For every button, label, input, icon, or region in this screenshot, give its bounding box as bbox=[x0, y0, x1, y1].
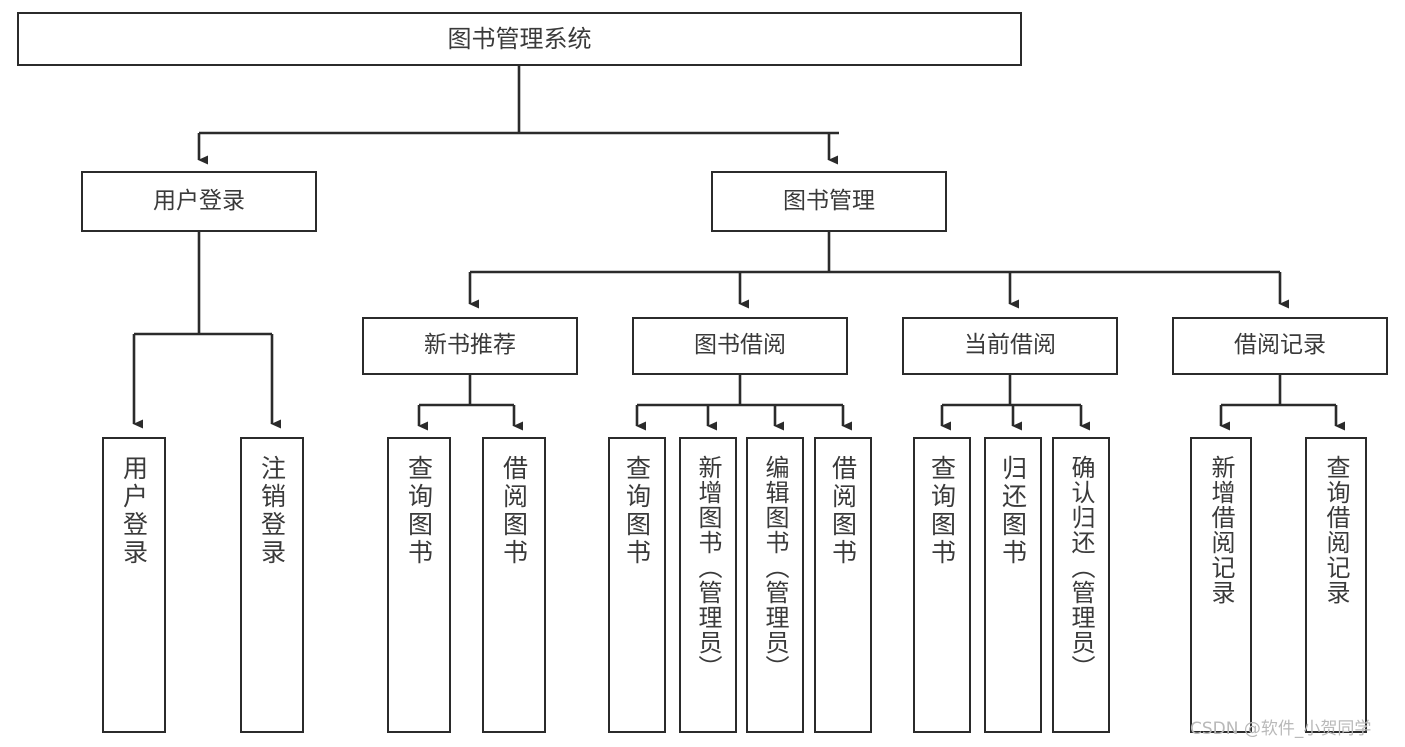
node-borrow-record-label: 借阅记录 bbox=[1234, 332, 1326, 359]
node-leaf-user-login[interactable]: 用户登录 bbox=[102, 437, 166, 733]
node-leaf-query-book-1[interactable]: 查询图书 bbox=[387, 437, 451, 733]
csdn-watermark: CSDN @软件_小贺同学 bbox=[1190, 719, 1372, 739]
node-leaf-edit-book-label: 编辑图书（管理员） bbox=[761, 455, 789, 680]
node-leaf-borrow-book-2[interactable]: 借阅图书 bbox=[814, 437, 872, 733]
node-leaf-confirm-return[interactable]: 确认归还（管理员） bbox=[1052, 437, 1110, 733]
node-leaf-logout-label: 注销登录 bbox=[257, 455, 287, 567]
node-leaf-query-record-label: 查询借阅记录 bbox=[1322, 455, 1350, 605]
node-leaf-query-book-3-label: 查询图书 bbox=[927, 455, 957, 567]
node-book-manage[interactable]: 图书管理 bbox=[711, 171, 947, 232]
node-leaf-query-book-3[interactable]: 查询图书 bbox=[913, 437, 971, 733]
node-user-login-label: 用户登录 bbox=[153, 187, 245, 214]
node-leaf-add-record[interactable]: 新增借阅记录 bbox=[1190, 437, 1252, 733]
node-current-borrow[interactable]: 当前借阅 bbox=[902, 317, 1118, 375]
node-new-book-rec-label: 新书推荐 bbox=[424, 332, 516, 359]
node-root[interactable]: 图书管理系统 bbox=[17, 12, 1022, 66]
node-leaf-add-book-label: 新增图书（管理员） bbox=[694, 455, 722, 680]
node-book-borrow-label: 图书借阅 bbox=[694, 332, 786, 359]
node-leaf-query-book-2-label: 查询图书 bbox=[622, 455, 652, 567]
node-leaf-query-book-2[interactable]: 查询图书 bbox=[608, 437, 666, 733]
node-borrow-record[interactable]: 借阅记录 bbox=[1172, 317, 1388, 375]
node-leaf-borrow-book-1[interactable]: 借阅图书 bbox=[482, 437, 546, 733]
node-leaf-borrow-book-2-label: 借阅图书 bbox=[828, 455, 858, 567]
node-book-borrow[interactable]: 图书借阅 bbox=[632, 317, 848, 375]
node-current-borrow-label: 当前借阅 bbox=[964, 332, 1056, 359]
node-leaf-add-book[interactable]: 新增图书（管理员） bbox=[679, 437, 737, 733]
node-leaf-edit-book[interactable]: 编辑图书（管理员） bbox=[746, 437, 804, 733]
node-leaf-query-book-1-label: 查询图书 bbox=[404, 455, 434, 567]
node-book-manage-label: 图书管理 bbox=[783, 187, 875, 214]
node-leaf-confirm-return-label: 确认归还（管理员） bbox=[1067, 455, 1095, 680]
node-user-login[interactable]: 用户登录 bbox=[81, 171, 317, 232]
node-leaf-borrow-book-1-label: 借阅图书 bbox=[499, 455, 529, 567]
node-root-label: 图书管理系统 bbox=[447, 24, 592, 53]
node-leaf-return-book-label: 归还图书 bbox=[998, 455, 1028, 567]
node-leaf-add-record-label: 新增借阅记录 bbox=[1207, 455, 1235, 605]
node-new-book-rec[interactable]: 新书推荐 bbox=[362, 317, 578, 375]
node-leaf-user-login-label: 用户登录 bbox=[119, 455, 149, 567]
node-leaf-logout[interactable]: 注销登录 bbox=[240, 437, 304, 733]
node-leaf-query-record[interactable]: 查询借阅记录 bbox=[1305, 437, 1367, 733]
node-leaf-return-book[interactable]: 归还图书 bbox=[984, 437, 1042, 733]
